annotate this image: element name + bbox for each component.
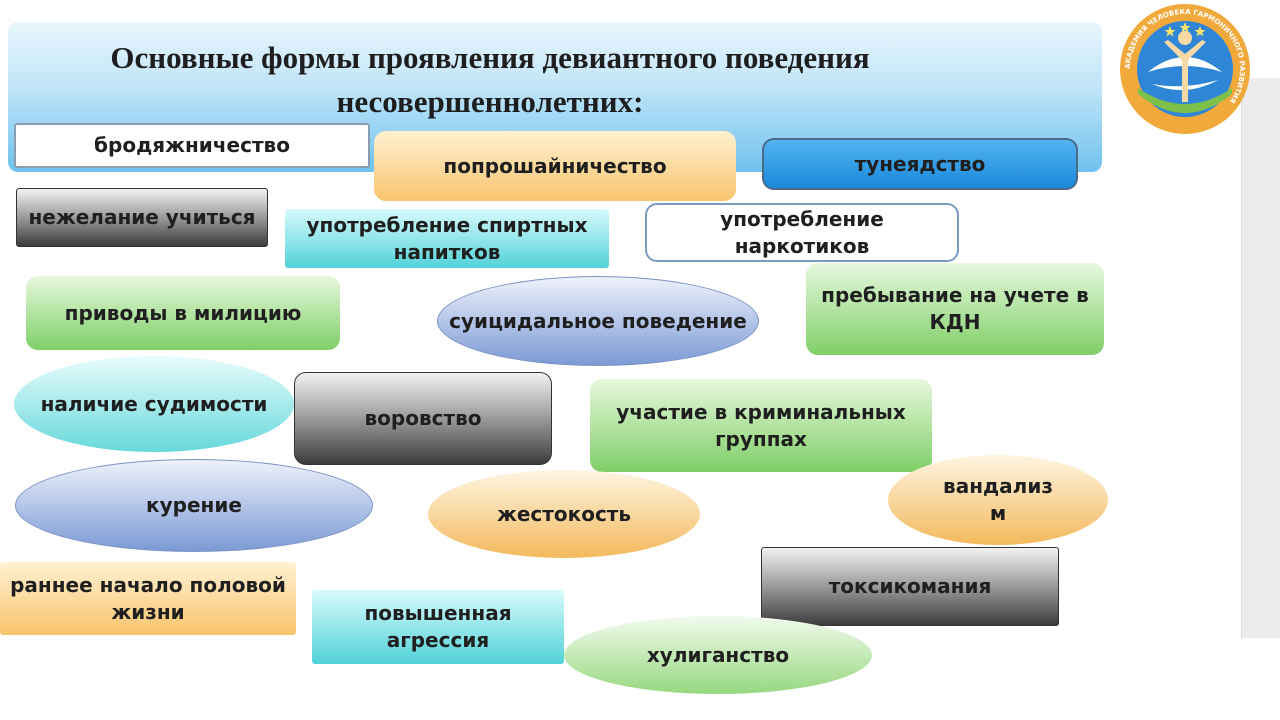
item-hooliganism: хулиганство [564,616,872,694]
item-drug-use: употребление наркотиков [645,203,959,262]
item-criminal-groups: участие в криминальных группах [590,379,932,472]
item-cruelty: жестокость [428,470,700,558]
item-police-detentions: приводы в милицию [26,276,340,350]
item-vagrancy: бродяжничество [14,123,370,168]
item-heightened-aggression: повышенная агрессия [312,590,564,664]
item-early-sexual-activity: раннее начало половой жизни [0,562,296,635]
item-vandalism: вандализ м [888,455,1108,545]
item-substance-abuse: токсикомания [761,547,1059,626]
item-suicidal-behavior: суицидальное поведение [437,276,759,366]
item-criminal-record: наличие судимости [14,356,294,452]
item-begging: попрошайничество [374,131,736,201]
item-smoking: курение [15,459,373,552]
item-idleness: тунеядство [762,138,1078,190]
item-alcohol-use: употребление спиртных напитков [285,209,609,268]
slide-title: Основные формы проявления девиантного по… [110,40,870,119]
institute-emblem-icon: АКАДЕМИЯ ЧЕЛОВЕКА ГАРМОНИЧНОГО РАЗВИТИЯ [1120,4,1250,134]
item-theft: воровство [294,372,552,465]
item-kdn-registration: пребывание на учете в КДН [806,263,1104,355]
item-unwillingness-to-study: нежелание учиться [16,188,268,247]
side-panel [1241,78,1280,638]
